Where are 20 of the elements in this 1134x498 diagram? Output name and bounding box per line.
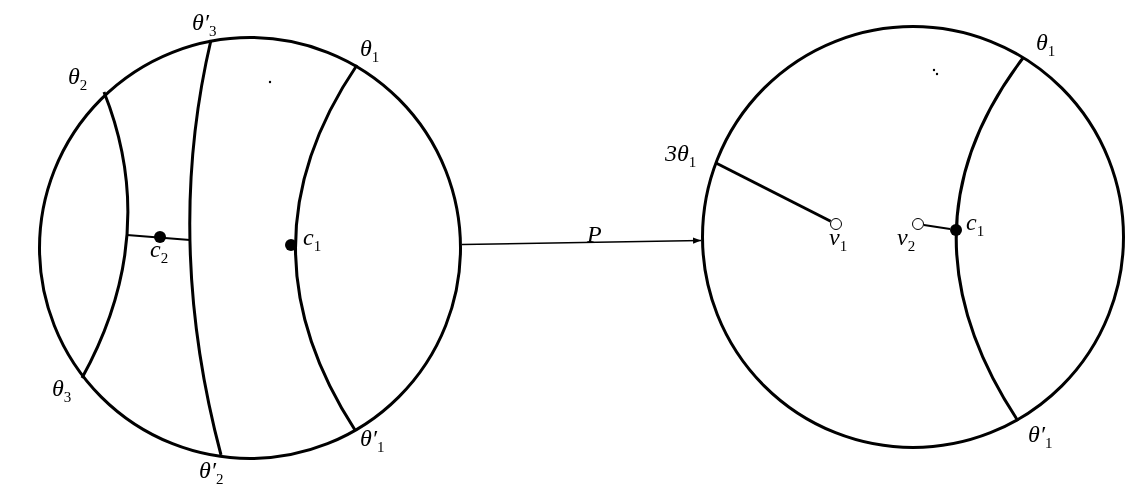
boundary-label: θ′$_{3}$ xyxy=(192,10,217,39)
boundary-label: θ$_{1}$ xyxy=(360,36,380,65)
boundary-label: θ$_{3}$ xyxy=(52,376,72,405)
point-label: c$_{1}$ xyxy=(303,225,322,254)
line-segment xyxy=(715,161,832,223)
point-label: c$_{2}$ xyxy=(150,237,169,266)
disk-outline xyxy=(38,36,462,460)
boundary-label: 3θ$_{1}$ xyxy=(665,141,697,170)
boundary-label: θ$_{2}$ xyxy=(68,64,88,93)
disk-outline xyxy=(701,25,1125,449)
edge-label: P xyxy=(587,222,602,246)
point-label: v$_{2}$ xyxy=(897,225,916,254)
arrow xyxy=(461,237,702,246)
line-segment xyxy=(922,223,952,231)
boundary-label: θ′$_{2}$ xyxy=(199,458,224,487)
point-label: c$_{1}$ xyxy=(966,210,985,239)
point-label: v$_{1}$ xyxy=(829,225,848,254)
boundary-label: θ′$_{1}$ xyxy=(360,426,385,455)
boundary-label: θ$_{1}$ xyxy=(1036,30,1056,59)
boundary-label: θ′$_{1}$ xyxy=(1028,422,1053,451)
